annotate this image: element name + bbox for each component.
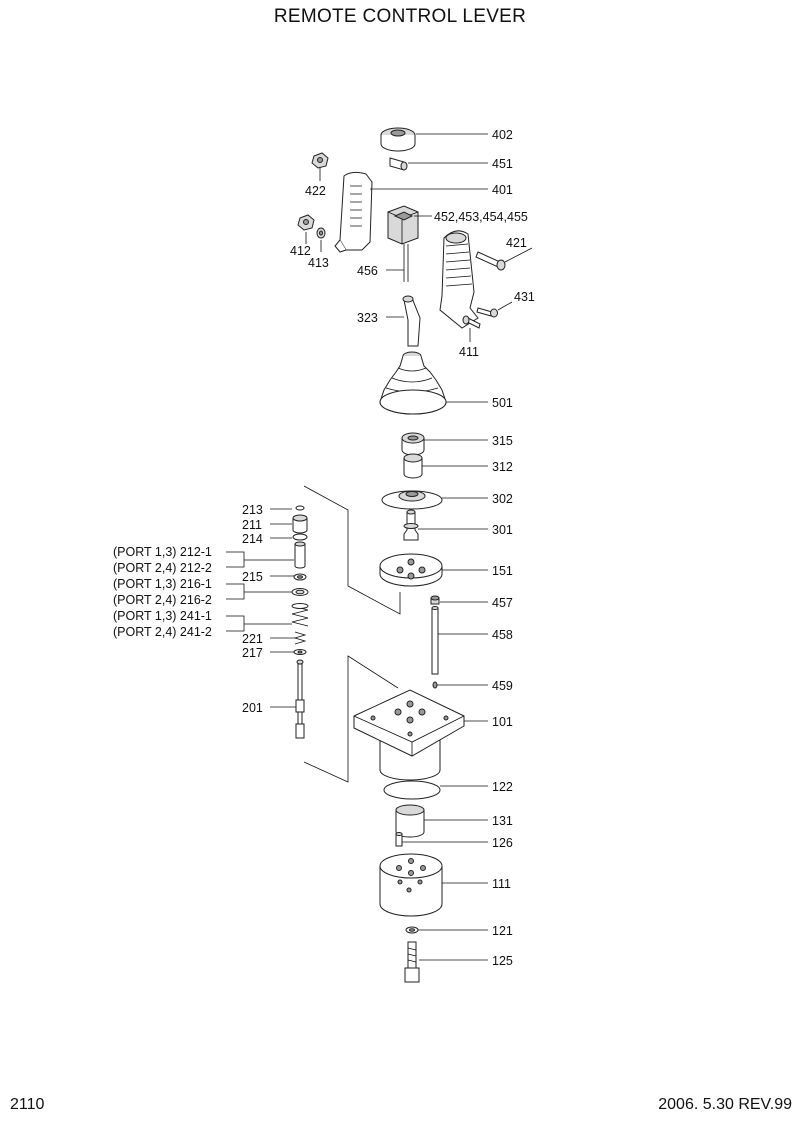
part-421-screw — [475, 251, 506, 271]
part-459-pin — [432, 681, 438, 689]
part-214-o-ring — [292, 533, 308, 541]
callout-412: 412 — [290, 244, 311, 258]
part-151-plate — [379, 553, 443, 587]
part-315-nut — [401, 432, 425, 456]
part-422-nut — [311, 152, 329, 169]
part-241-spring — [291, 603, 309, 627]
part-213-ring — [295, 505, 305, 511]
part-215-seal — [293, 573, 307, 581]
callout-201: 201 — [242, 701, 263, 715]
callout-216-1: (PORT 1,3) 216-1 — [113, 577, 212, 591]
callout-221: 221 — [242, 632, 263, 646]
callout-431: 431 — [514, 290, 535, 304]
page-title: REMOTE CONTROL LEVER — [273, 6, 527, 27]
callout-452-455: 452,453,454,455 — [434, 210, 528, 224]
part-312-bushing — [403, 453, 423, 479]
part-grip-handle — [439, 230, 479, 329]
callout-211: 211 — [242, 518, 262, 532]
callout-101: 101 — [492, 715, 513, 729]
part-451-pin — [389, 157, 408, 171]
callout-413: 413 — [308, 256, 329, 270]
callout-323: 323 — [357, 311, 378, 325]
page-number: 2110 — [10, 1096, 45, 1113]
callout-457: 457 — [492, 596, 513, 610]
callout-213: 213 — [242, 503, 263, 517]
part-402-cap — [380, 127, 416, 152]
part-452-switch — [387, 205, 419, 245]
callout-501: 501 — [492, 396, 513, 410]
part-412-nut — [297, 214, 315, 231]
leader-lines — [226, 133, 533, 961]
assembly-bracket-upper — [303, 485, 401, 615]
part-131-bushing — [395, 804, 425, 838]
part-431-bolt — [476, 307, 498, 318]
callout-302: 302 — [492, 492, 513, 506]
part-111-body — [379, 853, 443, 917]
callout-301: 301 — [492, 523, 513, 537]
callout-451: 451 — [492, 157, 513, 171]
callout-121: 121 — [492, 924, 513, 938]
callout-241-1: (PORT 1,3) 241-1 — [113, 609, 212, 623]
part-457-seal — [430, 595, 440, 605]
part-126-pin — [395, 832, 403, 847]
part-458-rod — [431, 606, 439, 675]
callout-422: 422 — [305, 184, 326, 198]
part-216-spring-seat — [291, 588, 309, 596]
callout-215: 215 — [242, 570, 263, 584]
part-121-washer — [405, 926, 419, 934]
part-456-cable — [403, 244, 409, 282]
part-101-casing — [353, 689, 465, 781]
revision-date: 2006. 5.30 REV.99 — [658, 1096, 792, 1113]
callout-315: 315 — [492, 434, 513, 448]
part-125-bolt — [404, 941, 420, 983]
callout-217: 217 — [242, 646, 263, 660]
callout-151: 151 — [492, 564, 513, 578]
callout-401: 401 — [492, 183, 513, 197]
callout-126: 126 — [492, 836, 513, 850]
part-301-joint — [403, 509, 419, 541]
part-302-plate — [381, 490, 443, 510]
part-401-handle — [334, 171, 373, 253]
callout-456: 456 — [357, 264, 378, 278]
part-211-plug — [292, 514, 308, 534]
callout-212-1: (PORT 1,3) 212-1 — [113, 545, 212, 559]
part-122-o-ring — [383, 780, 441, 800]
callout-111: 111 — [492, 877, 511, 891]
part-201-spool — [295, 659, 305, 739]
part-212-push-rod — [294, 541, 306, 569]
callout-421: 421 — [506, 236, 527, 250]
callout-214: 214 — [242, 532, 263, 546]
callout-459: 459 — [492, 679, 513, 693]
callout-212-2: (PORT 2,4) 212-2 — [113, 561, 212, 575]
callout-216-2: (PORT 2,4) 216-2 — [113, 593, 212, 607]
callout-402: 402 — [492, 128, 513, 142]
part-323-lever — [402, 295, 421, 347]
callout-411: 411 — [459, 345, 479, 359]
part-217-washer — [293, 649, 307, 655]
callout-241-2: (PORT 2,4) 241-2 — [113, 625, 212, 639]
part-413-washer — [316, 227, 326, 239]
callout-312: 312 — [492, 460, 513, 474]
callout-122: 122 — [492, 780, 513, 794]
assembly-bracket-lower — [303, 655, 399, 783]
callout-458: 458 — [492, 628, 513, 642]
callout-125: 125 — [492, 954, 513, 968]
callout-131: 131 — [492, 814, 513, 828]
part-411-screw — [462, 315, 481, 329]
part-221-spring — [293, 631, 307, 645]
part-501-boot — [379, 351, 447, 415]
